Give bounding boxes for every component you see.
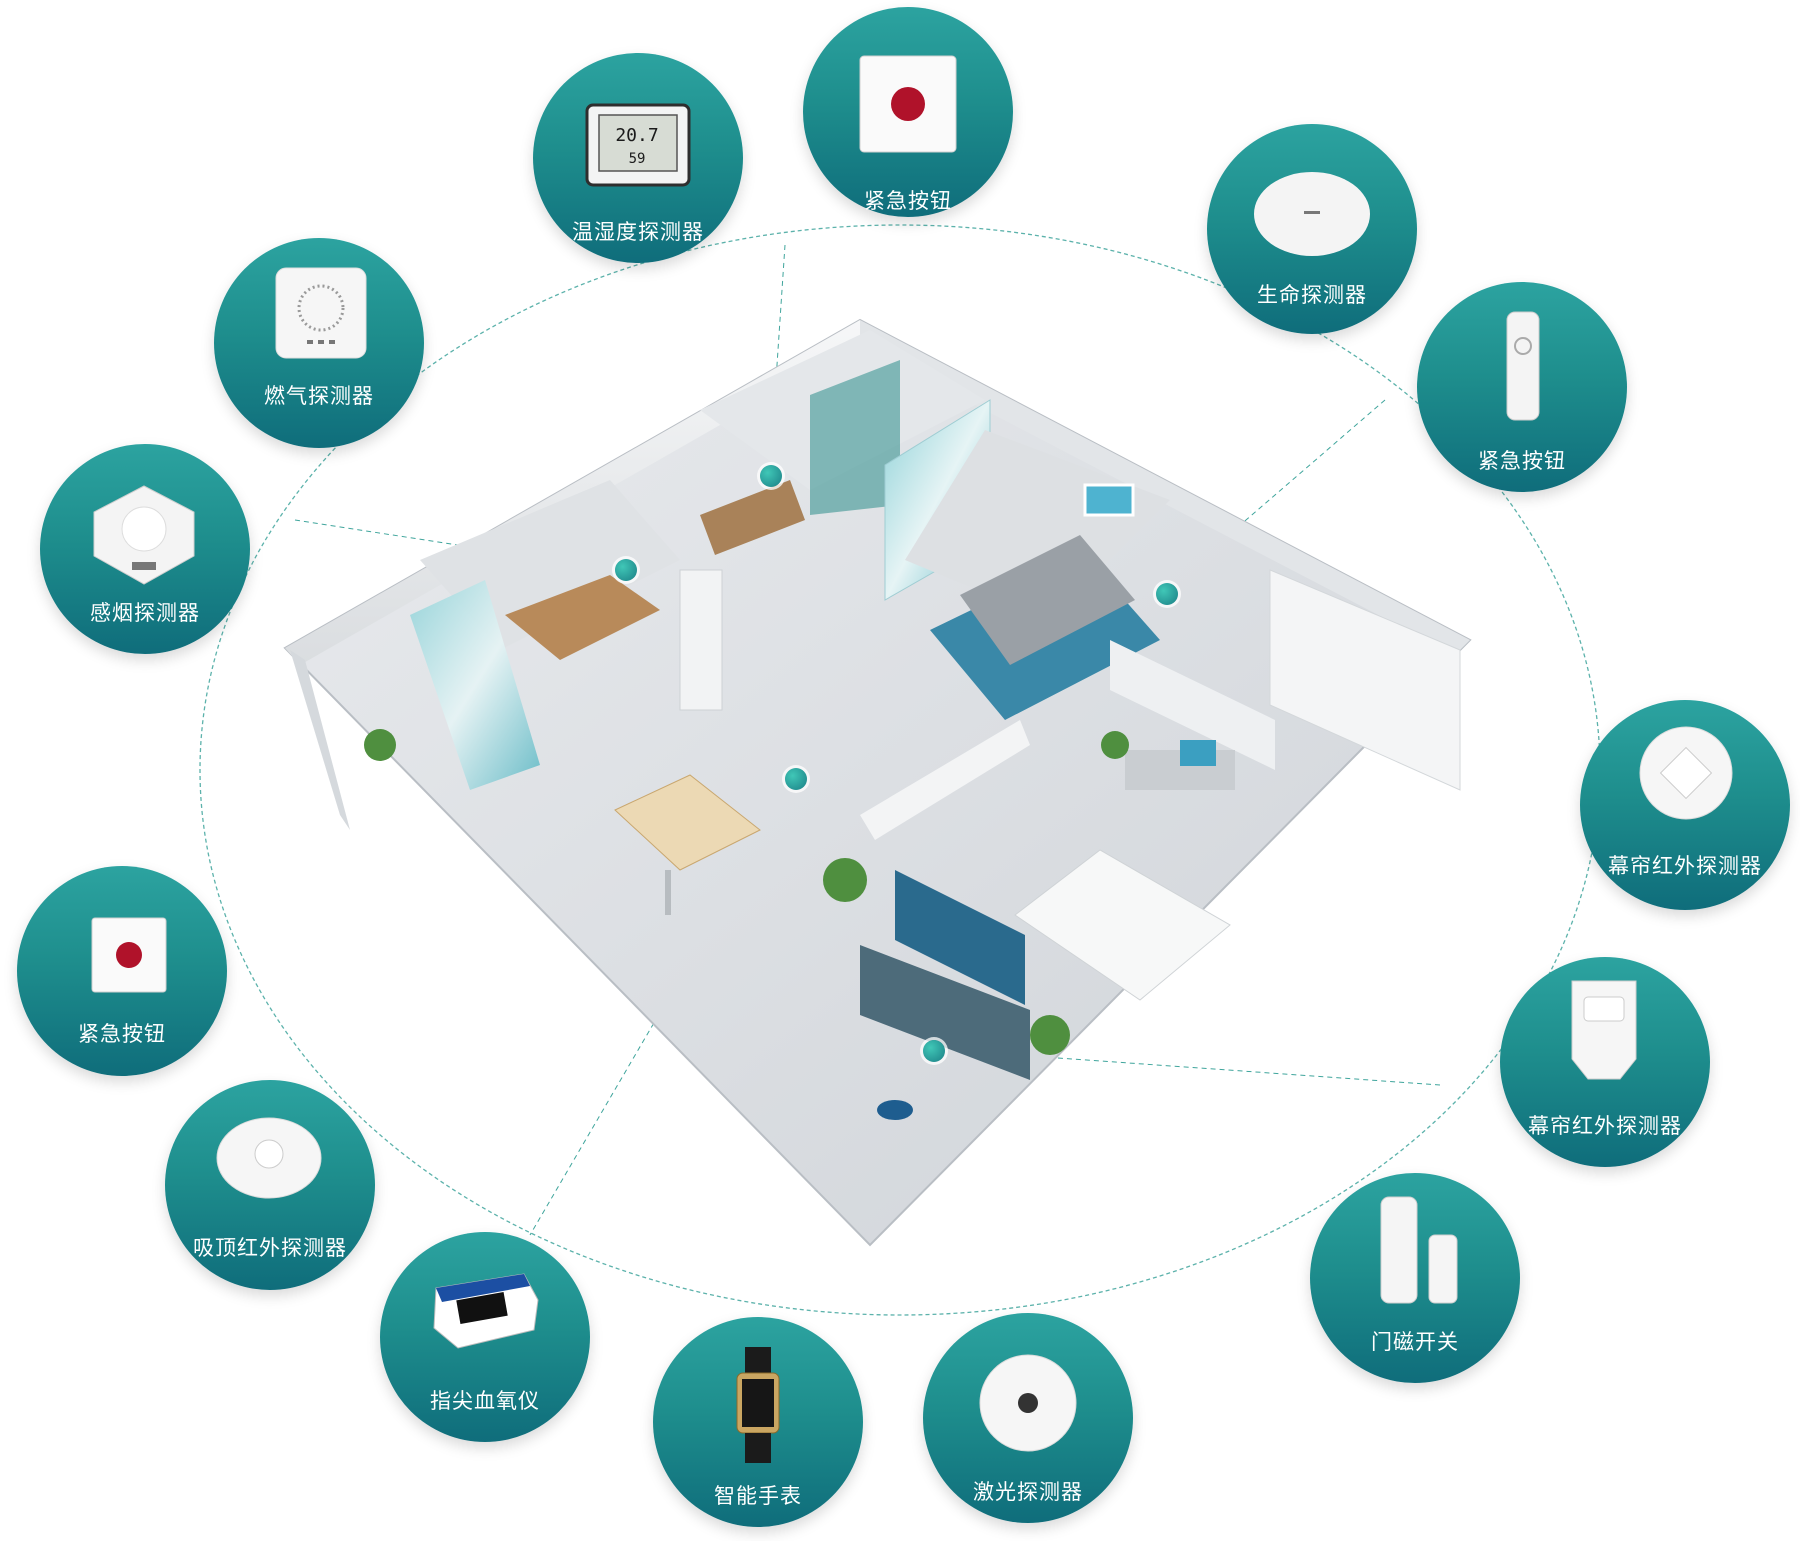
- device-label: 幕帘红外探测器: [1608, 854, 1762, 878]
- desk-monitor: [1180, 740, 1216, 766]
- outer-wall-back: [860, 320, 1470, 655]
- sensor-dot-kitchen[interactable]: [615, 559, 637, 581]
- device-label: 幕帘红外探测器: [1528, 1114, 1682, 1138]
- bedroom-floor: [905, 430, 1170, 620]
- thermo-hygrometer-icon: 20.7 59: [585, 103, 691, 187]
- vital-sign-sensor-icon: [1252, 169, 1372, 259]
- bathroom-glass: [810, 360, 900, 515]
- second-bedroom-bed: [1014, 849, 1231, 1001]
- device-emergency-button-right[interactable]: 紧急按钮: [1417, 282, 1627, 492]
- device-label: 智能手表: [714, 1484, 802, 1508]
- device-emergency-button-left[interactable]: 紧急按钮: [17, 866, 227, 1076]
- device-curtain-ir-2[interactable]: 幕帘红外探测器: [1500, 957, 1710, 1167]
- second-bedroom-partition: [1110, 640, 1275, 770]
- device-label: 紧急按钮: [864, 189, 952, 213]
- plant: [1030, 1015, 1070, 1055]
- device-label: 感烟探测器: [90, 601, 200, 625]
- device-ceiling-ir[interactable]: 吸顶红外探测器: [165, 1080, 375, 1290]
- sensor-dot-tv[interactable]: [923, 1040, 945, 1062]
- smart-watch-icon: [735, 1347, 781, 1465]
- pulse-oximeter-icon: [428, 1270, 542, 1350]
- device-label: 温湿度探测器: [572, 220, 704, 244]
- device-smoke[interactable]: 感烟探测器: [40, 444, 250, 654]
- connector-line-temp: [769, 244, 786, 471]
- curtain-ir-sensor-icon: [1638, 725, 1734, 821]
- wardrobe: [1269, 569, 1461, 791]
- curtain-ir-wall-sensor-icon: [1568, 979, 1640, 1083]
- connector-line-bedroom: [1164, 399, 1386, 591]
- device-label: 紧急按钮: [78, 1022, 166, 1046]
- plant: [823, 858, 867, 902]
- device-label: 紧急按钮: [1478, 449, 1566, 473]
- device-label: 燃气探测器: [264, 384, 374, 408]
- left-wall-face: [290, 650, 350, 830]
- living-tv-screen: [895, 870, 1025, 1005]
- kitchen-counter: [505, 575, 660, 660]
- dining-table: [614, 774, 761, 871]
- sensor-dot-bathroom[interactable]: [760, 465, 782, 487]
- door-contact-icon: [1375, 1195, 1465, 1307]
- device-emergency-button-top[interactable]: 紧急按钮: [803, 7, 1013, 217]
- device-door-contact[interactable]: 门磁开关: [1310, 1173, 1520, 1383]
- ceiling-ir-sensor-icon: [215, 1116, 323, 1200]
- gas-detector-icon: [274, 266, 368, 360]
- robot-vacuum: [877, 1100, 913, 1120]
- device-smart-watch[interactable]: 智能手表: [653, 1317, 863, 1527]
- plant: [364, 729, 396, 761]
- living-tv-unit: [860, 945, 1030, 1080]
- svg-text:59: 59: [629, 151, 646, 167]
- bedroom-tv: [1083, 483, 1135, 517]
- connector-line-curtain: [944, 1049, 1441, 1086]
- emergency-button-icon: [90, 916, 168, 994]
- second-bedroom-wall: [860, 720, 1030, 840]
- dining-table-leg: [665, 870, 671, 915]
- device-temp-humidity[interactable]: 20.7 59 温湿度探测器: [533, 53, 743, 263]
- device-laser[interactable]: 激光探测器: [923, 1313, 1133, 1523]
- emergency-pull-button-icon: [1505, 310, 1541, 422]
- device-label: 门磁开关: [1371, 1330, 1459, 1354]
- device-vital-sign[interactable]: 生命探测器: [1207, 124, 1417, 334]
- bedroom-bed: [960, 535, 1135, 665]
- bathroom-vanity: [700, 480, 805, 555]
- plant: [1101, 731, 1129, 759]
- device-curtain-ir-1[interactable]: 幕帘红外探测器: [1580, 700, 1790, 910]
- device-label: 生命探测器: [1257, 283, 1367, 307]
- device-oximeter[interactable]: 指尖血氧仪: [380, 1232, 590, 1442]
- svg-text:20.7: 20.7: [615, 125, 658, 146]
- device-label: 吸顶红外探测器: [193, 1236, 347, 1260]
- sensor-dot-bedroom[interactable]: [1156, 583, 1178, 605]
- kitchen-curtain: [410, 580, 540, 790]
- emergency-button-icon: [858, 54, 958, 154]
- device-label: 指尖血氧仪: [430, 1389, 540, 1413]
- device-gas[interactable]: 燃气探测器: [214, 238, 424, 448]
- laser-detector-icon: [978, 1353, 1078, 1453]
- sensor-dot-living[interactable]: [785, 768, 807, 790]
- device-label: 激光探测器: [973, 1480, 1083, 1504]
- fridge: [679, 569, 723, 711]
- smoke-detector-icon: [88, 484, 200, 586]
